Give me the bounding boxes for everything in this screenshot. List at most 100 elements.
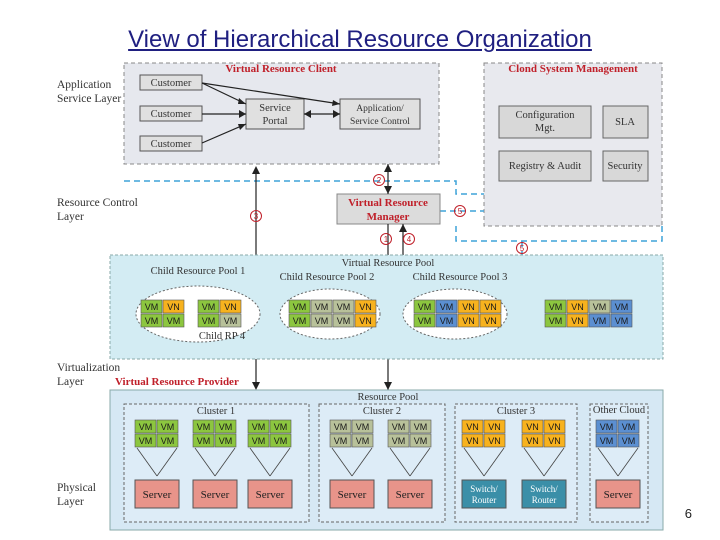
host-link [136,447,158,477]
cluster1-vm-b-cell [214,419,237,434]
registry-label: Registry & Audit [509,161,581,172]
resource-pool: Resource Pool Cluster 1 Cluster 2 Cluste… [109,389,664,531]
provider-label: Virtual Resource Provider [115,376,239,388]
pool2-group-cell-label: VN [359,302,372,312]
ungrouped-vms-cell [566,299,589,314]
pool3-group-cell [435,313,458,328]
pool1-group-a-cell-label: VM [145,302,159,312]
pool1-group-a-cell-label: VM [145,316,159,326]
pool2-group-cell-label: VM [315,302,329,312]
cluster1-vm-a-cell [134,419,157,434]
switch-box [521,479,567,509]
management-connectors [124,180,663,255]
cluster2-vm-b-cell [387,433,410,448]
cluster1-vm-c-cell-label: VM [274,436,288,446]
pool3-group-cell [479,299,502,314]
pool1-group-a-cell [162,313,185,328]
cluster3-vn-a-cell [461,419,484,434]
cluster1-vm-b-cell-label: VM [219,422,233,432]
pool2-group-cell-label: VM [337,316,351,326]
pool1-group-b-cell-label: VN [224,302,237,312]
cluster2-vm-a-cell [351,433,374,448]
other-cloud-vm-cell-label: VM [600,436,614,446]
switch-label: Router [532,495,557,505]
cluster2-vm-a-cell [329,433,352,448]
pool2-group-cell-label: VN [359,316,372,326]
cluster1-vm-b-cell [192,419,215,434]
pool3-group-cell-label: VM [418,316,432,326]
cluster3-vn-a-cell-label: VN [466,422,479,432]
other-cloud-vm-cell-label: VM [622,436,636,446]
cluster3-vn-a-cell [483,433,506,448]
server-label: Server [256,489,285,501]
host-link [214,447,236,477]
ungrouped-vms-cell-label: VM [593,316,607,326]
pool3-group-cell [413,313,436,328]
cluster2-vm-b-cell [409,419,432,434]
security-label: Security [608,161,644,172]
other-cloud-vm-cell-label: VM [600,422,614,432]
cluster1-vm-c-cell [269,433,292,448]
cluster-3-label: Cluster 3 [497,406,535,417]
ungrouped-vms-cell [544,299,567,314]
switch-label: Switch/ [530,484,558,494]
cluster1-vm-a-cell [156,419,179,434]
step-5b: 5 [520,244,525,253]
configuration-box [498,105,592,139]
pool3-group-cell-label: VM [418,302,432,312]
ungrouped-vms-cell-label: VM [549,316,563,326]
cluster1-vm-b-cell-label: VM [197,422,211,432]
pool1-group-b-cell [219,313,242,328]
resource-control-label-1: Resource Control [57,197,138,209]
other-cloud-vm-cell [595,433,618,448]
step-markers [250,174,528,254]
pool2-group-cell [288,313,311,328]
sla-label: SLA [615,117,635,128]
cluster2-vm-b-cell [387,419,410,434]
cluster2-vm-a-cell-label: VM [356,422,370,432]
application-layer-label-2: Service Layer [57,93,121,105]
cluster3-vn-b-cell [521,419,544,434]
cluster3-vn-b-cell [521,433,544,448]
ungrouped-vms-cell-label: VN [571,302,584,312]
host-link [194,447,216,477]
pool1-group-b-cell-label: VM [202,316,216,326]
cloud-system-management: Clond System Management Configuration Mg… [483,62,663,227]
pool2-group-cell-label: VM [337,302,351,312]
cluster1-vm-a-cell-label: VM [139,422,153,432]
child-pool-3-label: Child Resource Pool 3 [413,272,508,283]
host-link [269,447,291,477]
cluster2-vm-a-cell-label: VM [356,436,370,446]
host-link [331,447,353,477]
cluster3-vn-b-cell-label: VN [526,436,539,446]
host-link [597,447,619,477]
cluster2-vm-a-cell-label: VM [334,422,348,432]
other-cloud-label: Other Cloud [593,405,646,416]
pool2-group-cell [310,313,333,328]
server-label: Server [396,489,425,501]
physical-label-2: Layer [57,496,84,508]
child-rp4-label: Child RP 4 [199,331,246,342]
cluster2-vm-b-cell [409,433,432,448]
customer-label-1: Customer [151,78,192,89]
pool2-group-cell [332,313,355,328]
pool1-group-b-cell [197,299,220,314]
vm-grids: VM VN VM VM VM VN VM VM VM VM VM VN VM VM VM VN VM VM VN VN… [134,299,640,448]
configuration-label-2: Mgt. [535,123,555,134]
customer-box-3 [139,135,203,152]
pool3-group-cell-label: VN [462,302,475,312]
switch-box [461,479,507,509]
pool3-group-cell [479,313,502,328]
cluster3-vn-a-cell [483,419,506,434]
cluster1-vm-c-cell [247,433,270,448]
ungrouped-vms-cell-label: VM [615,316,629,326]
customer-label-2: Customer [151,109,192,120]
cluster1-vm-b-cell-label: VM [219,436,233,446]
pool3-group-cell [435,299,458,314]
step-5a: 5 [458,207,463,216]
cluster1-vm-c-cell [269,419,292,434]
child-pool-1-label: Child Resource Pool 1 [151,266,246,277]
pool1-group-a-cell-label: VM [167,316,181,326]
pool3-group-cell-label: VM [440,302,454,312]
